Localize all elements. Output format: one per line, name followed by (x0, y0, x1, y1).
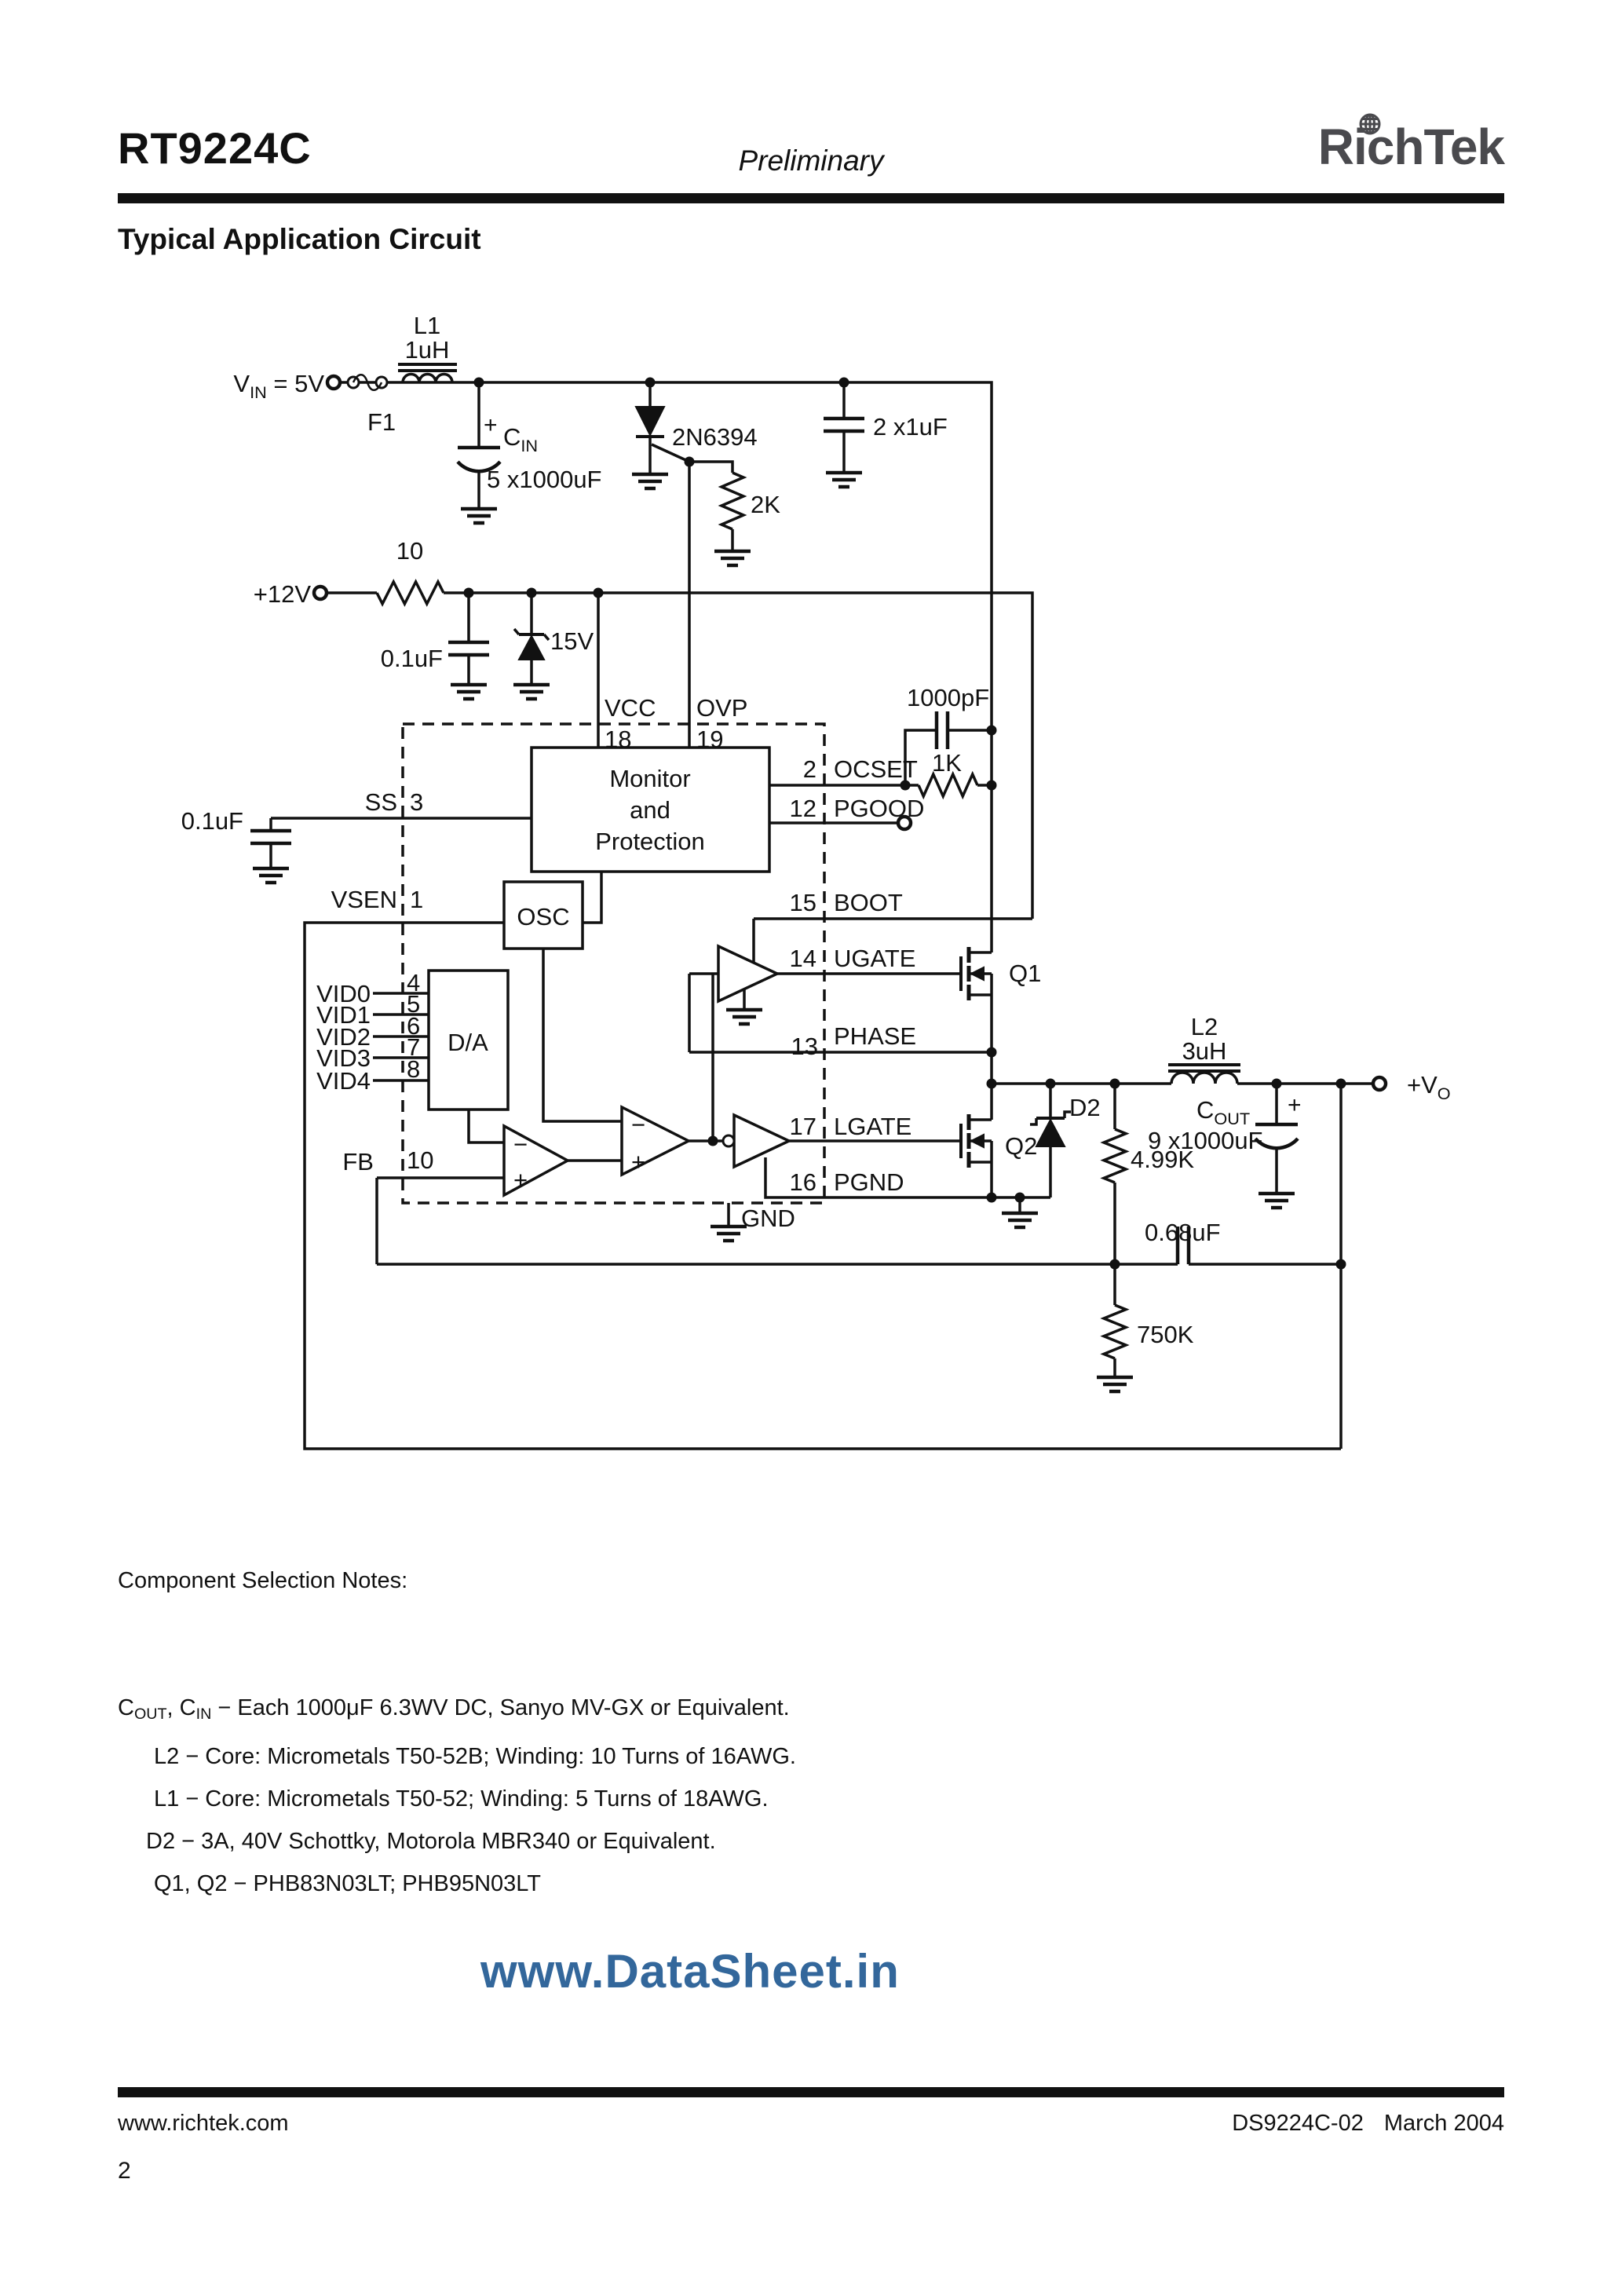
schematic-label: 0.68uF (1145, 1219, 1221, 1246)
schematic-label: + (513, 1166, 528, 1194)
schematic-label: + (631, 1148, 645, 1175)
schematic-label: 13 (791, 1033, 818, 1060)
schematic-label: 7 (407, 1033, 420, 1061)
footer-date: March 2004 (1383, 2111, 1504, 2136)
schematic-label: VID3 (316, 1044, 371, 1072)
schematic-label: OSC (517, 903, 569, 930)
schematic-label: 18 (605, 726, 631, 753)
schematic-label: VID1 (316, 1001, 371, 1029)
schematic-label: GND (741, 1205, 795, 1232)
schematic-label: 8 (407, 1055, 420, 1083)
schematic-label: OCSET (834, 755, 918, 783)
schematic-label: and (630, 796, 670, 824)
schematic-label: − (513, 1131, 528, 1158)
schematic-label: 2K (751, 491, 780, 518)
note-line: D2 − 3A, 40V Schottky, Motorola MBR340 o… (146, 1828, 716, 1854)
schematic-label: L2 (1191, 1013, 1218, 1040)
schematic-label: 1K (932, 749, 962, 777)
schematic-label: Protection (595, 828, 705, 855)
schematic-label: +12V (254, 580, 312, 608)
schematic-label: D/A (448, 1029, 488, 1056)
schematic-label: 2 x1uF (873, 413, 948, 441)
schematic-label: 750K (1137, 1321, 1194, 1348)
footer-doc-info: DS9224C-02 March 2004 (1211, 2111, 1504, 2137)
schematic-label: 3uH (1182, 1037, 1227, 1065)
schematic-label: COUT (1196, 1096, 1250, 1128)
brand-logo: RichTek (1317, 113, 1505, 176)
schematic-label: 0.1uF (181, 807, 243, 835)
note-line: L1 − Core: Micrometals T50-52; Winding: … (154, 1786, 769, 1812)
schematic-label: VIN = 5V (233, 370, 324, 402)
schematic-label: F1 (367, 408, 396, 436)
watermark: www.DataSheet.in (480, 1945, 900, 1998)
part-number: RT9224C (118, 123, 312, 173)
schematic-label: OVP (696, 694, 747, 722)
page-title: Typical Application Circuit (118, 223, 481, 255)
doc-status: Preliminary (738, 144, 884, 177)
schematic-label: FB (342, 1148, 374, 1175)
schematic-label: VSEN (331, 886, 397, 913)
brand-logo-text: RichTek (1317, 119, 1505, 175)
schematic-label: 0.1uF (381, 645, 443, 672)
component-selection-notes: Component Selection Notes: COUT, CIN − E… (118, 1475, 796, 1990)
schematic-label: + (484, 412, 498, 438)
schematic-label: − (631, 1111, 645, 1139)
globe-icon (1359, 113, 1381, 135)
footer-rule (118, 2087, 1504, 2097)
schematic-label: 12 (790, 795, 816, 822)
schematic-label: CIN (503, 423, 538, 455)
schematic-label: 9 x1000uF (1148, 1127, 1263, 1154)
schematic-label: PGOOD (834, 795, 924, 822)
schematic-label: 19 (696, 726, 723, 753)
schematic-label: 3 (410, 788, 423, 816)
schematic-label: 15V (550, 627, 594, 655)
page-number: 2 (118, 2158, 131, 2184)
schematic-label: PHASE (834, 1022, 916, 1050)
schematic-label: UGATE (834, 945, 916, 972)
footer: www.richtek.com DS9224C-02 March 2004 (118, 2111, 1504, 2137)
schematic-label: 2 (803, 755, 816, 783)
schematic-label: 16 (790, 1168, 816, 1196)
schematic-label: 10 (396, 537, 423, 565)
header-rule (118, 193, 1504, 203)
schematic-label: 4 (407, 969, 420, 996)
schematic-label: VID0 (316, 980, 371, 1007)
schematic-label: + (1288, 1092, 1302, 1118)
schematic-label: 6 (407, 1012, 420, 1040)
schematic-label: +VO (1407, 1071, 1451, 1103)
schematic-label: 4.99K (1131, 1146, 1194, 1173)
schematic-label: 1 (410, 886, 423, 913)
note-line: L2 − Core: Micrometals T50-52B; Winding:… (154, 1743, 796, 1769)
schematic-label: 17 (790, 1113, 816, 1140)
schematic-label: BOOT (834, 889, 903, 916)
schematic-label: Q2 (1005, 1132, 1037, 1160)
schematic-label: SS (365, 788, 397, 816)
note-line: Q1, Q2 − PHB83N03LT; PHB95N03LT (154, 1870, 541, 1896)
schematic-label: VCC (605, 694, 656, 722)
notes-heading: Component Selection Notes: (118, 1568, 408, 1593)
schematic-label: 10 (407, 1146, 433, 1174)
schematic-label: VID4 (316, 1067, 371, 1095)
schematic-label: LGATE (834, 1113, 911, 1140)
schematic-label: 15 (790, 889, 816, 916)
footer-website: www.richtek.com (118, 2111, 289, 2136)
schematic-label: D2 (1069, 1094, 1101, 1121)
footer-doc-code: DS9224C-02 (1232, 2111, 1364, 2136)
schematic-label: L1 (414, 312, 440, 339)
schematic-label: Q1 (1009, 960, 1041, 987)
schematic-label: 5 x1000uF (487, 466, 602, 493)
schematic-label: Monitor (609, 765, 690, 792)
note-line: COUT, CIN − Each 1000μF 6.3WV DC, Sanyo … (118, 1695, 790, 1723)
schematic-label: 2N6394 (672, 423, 758, 451)
schematic-label: 1uH (405, 336, 450, 364)
schematic-label: PGND (834, 1168, 904, 1196)
schematic-label: 14 (790, 945, 816, 972)
schematic-label: VID2 (316, 1023, 371, 1051)
schematic-label: 5 (407, 990, 420, 1018)
schematic-label: 1000pF (907, 684, 989, 711)
